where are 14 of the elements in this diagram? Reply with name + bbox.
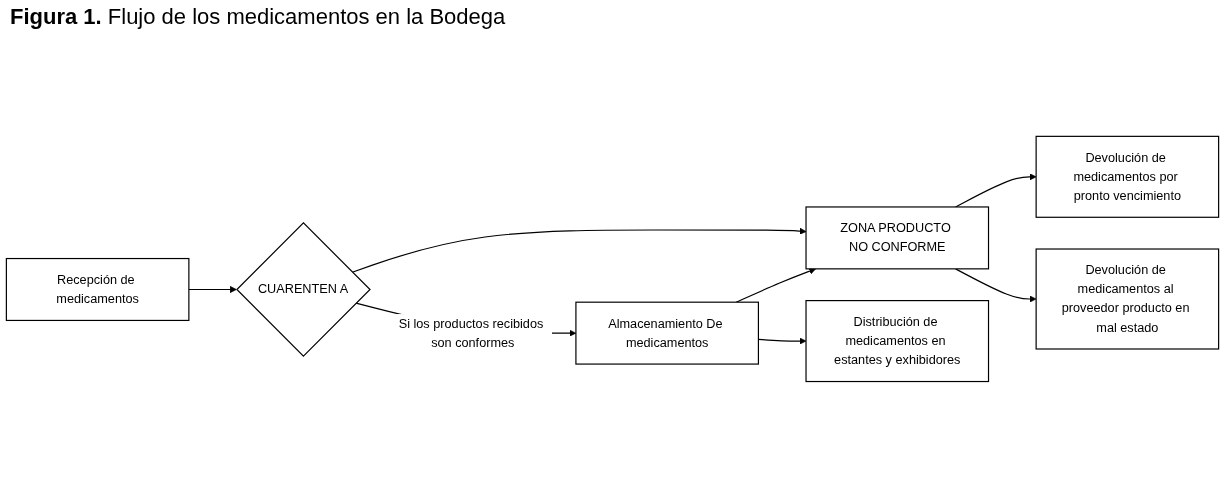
node-box: Recepción de medicamentos xyxy=(5,258,190,322)
arrow xyxy=(954,173,1037,208)
node-box: Almacenamiento De medicamentos xyxy=(575,301,759,365)
arrow xyxy=(351,227,807,273)
figure-title: Figura 1. Flujo de los medicamentos en la Bodega xyxy=(9,3,507,31)
node-box: Devolución de medicamentos al proveedor producto en mal estado xyxy=(1035,248,1220,350)
arrow xyxy=(735,267,816,303)
edge-label: Si los productos recibidos son conformes xyxy=(398,316,544,350)
arrow xyxy=(954,268,1037,303)
arrow xyxy=(188,286,237,294)
node-box: ZONA PRODUCTO NO CONFORME xyxy=(805,206,990,270)
node-diamond: CUARENTEN A xyxy=(236,222,371,357)
node-box: Distribución de medicamentos en estantes y exhibidores xyxy=(805,300,990,383)
node-box: Devolución de medicamentos por pronto vencimiento xyxy=(1035,135,1220,218)
